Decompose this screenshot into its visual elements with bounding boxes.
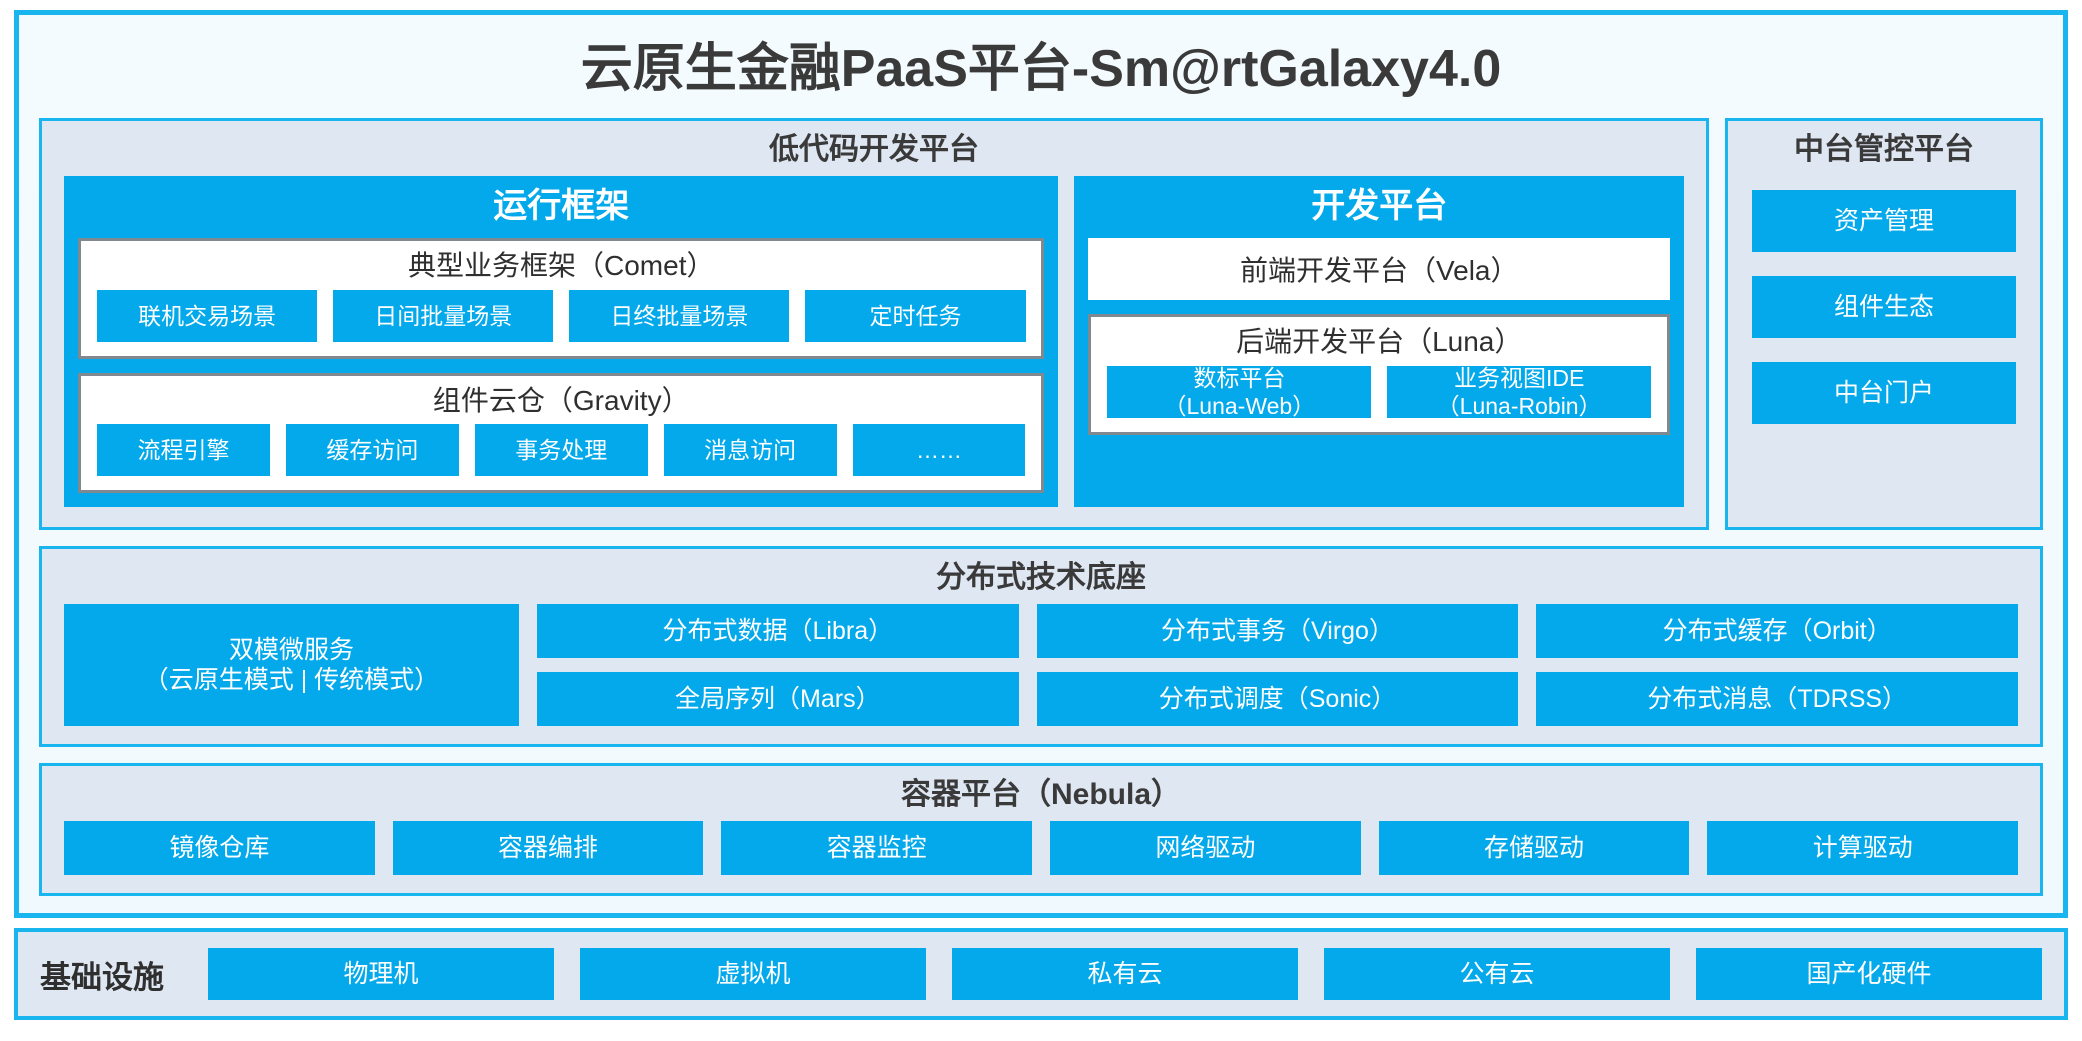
tile-dual-mode-line2: （云原生模式 | 传统模式）	[143, 666, 440, 695]
tile-container-orchestration[interactable]: 容器编排	[392, 821, 704, 876]
distributed-group-1: 分布式数据（Libra） 全局序列（Mars）	[537, 604, 1019, 727]
tile-distributed-message-tdrss[interactable]: 分布式消息（TDRSS）	[1536, 672, 2019, 727]
tile-online-transaction-scenario[interactable]: 联机交易场景	[97, 289, 318, 342]
tile-luna-robin-line2: （Luna-Robin）	[1436, 392, 1602, 419]
tile-intraday-batch-scenario[interactable]: 日间批量场景	[333, 289, 554, 342]
tile-public-cloud[interactable]: 公有云	[1324, 948, 1670, 1000]
top-row: 低代码开发平台 运行框架 典型业务框架（Comet） 联机交易场景 日间批量场景	[39, 118, 2043, 531]
comet-card-title: 典型业务框架（Comet）	[408, 249, 715, 281]
distributed-group-3: 分布式缓存（Orbit） 分布式消息（TDRSS）	[1536, 604, 2019, 727]
tile-network-driver[interactable]: 网络驱动	[1050, 821, 1361, 876]
tile-distributed-cache-orbit[interactable]: 分布式缓存（Orbit）	[1536, 604, 2019, 659]
infrastructure-bar: 基础设施 物理机 虚拟机 私有云 公有云 国产化硬件	[14, 928, 2068, 1020]
tile-container-monitoring[interactable]: 容器监控	[721, 821, 1033, 876]
tile-transaction-processing[interactable]: 事务处理	[474, 424, 648, 477]
zhongtai-tile-list: 资产管理 组件生态 中台门户	[1728, 176, 2040, 527]
platform-outer-frame: 云原生金融PaaS平台-Sm@rtGalaxy4.0 低代码开发平台 运行框架 …	[14, 10, 2068, 918]
tile-storage-driver[interactable]: 存储驱动	[1378, 821, 1690, 876]
backend-dev-platform-title: 后端开发平台（Luna）	[1236, 325, 1523, 357]
tile-asset-management[interactable]: 资产管理	[1752, 190, 2016, 253]
tile-distributed-transaction-virgo[interactable]: 分布式事务（Virgo）	[1036, 604, 1519, 659]
tile-message-access[interactable]: 消息访问	[663, 424, 837, 477]
comet-tile-row: 联机交易场景 日间批量场景 日终批量场景 定时任务	[81, 289, 1041, 356]
gravity-card: 组件云仓（Gravity） 流程引擎 缓存访问 事务处理 消息访问 ……	[78, 372, 1045, 494]
distributed-tech-base-title: 分布式技术底座	[936, 561, 1146, 595]
tile-physical-machine[interactable]: 物理机	[208, 948, 554, 1000]
tile-eod-batch-scenario[interactable]: 日终批量场景	[569, 289, 790, 342]
distributed-group-2: 分布式事务（Virgo） 分布式调度（Sonic）	[1036, 604, 1519, 727]
gravity-tile-row: 流程引擎 缓存访问 事务处理 消息访问 ……	[81, 424, 1041, 490]
distributed-tech-base-body: 双模微服务 （云原生模式 | 传统模式） 分布式数据（Libra） 全局序列（M…	[42, 604, 2040, 744]
container-platform-tile-row: 镜像仓库 容器编排 容器监控 网络驱动 存储驱动 计算驱动	[42, 821, 2040, 893]
infrastructure-label: 基础设施	[40, 959, 164, 995]
tile-luna-robin[interactable]: 业务视图IDE （Luna-Robin）	[1387, 364, 1652, 419]
tile-luna-robin-line1: 业务视图IDE	[1453, 364, 1585, 391]
tile-global-sequence-mars[interactable]: 全局序列（Mars）	[537, 672, 1019, 727]
tile-dual-mode-line1: 双模微服务	[228, 635, 354, 664]
development-platform-cards: 前端开发平台（Vela） 后端开发平台（Luna） 数标平台 （Luna-Web…	[1074, 237, 1684, 435]
tile-luna-web-line2: （Luna-Web）	[1163, 392, 1316, 419]
tile-process-engine[interactable]: 流程引擎	[97, 424, 270, 477]
tile-zhongtai-portal[interactable]: 中台门户	[1752, 362, 2016, 425]
distributed-tech-base-panel: 分布式技术底座 双模微服务 （云原生模式 | 传统模式） 分布式数据（Libra…	[39, 546, 2043, 748]
tile-luna-web[interactable]: 数标平台 （Luna-Web）	[1107, 364, 1372, 419]
tile-domestic-hardware[interactable]: 国产化硬件	[1696, 948, 2042, 1000]
lowcode-platform-body: 运行框架 典型业务框架（Comet） 联机交易场景 日间批量场景 日终批量场景 …	[42, 176, 1706, 527]
backend-dev-platform-luna-card: 后端开发平台（Luna） 数标平台 （Luna-Web） 业务视图IDE （Lu…	[1088, 313, 1670, 435]
tile-scheduled-task[interactable]: 定时任务	[805, 289, 1026, 342]
frontend-dev-platform-vela[interactable]: 前端开发平台（Vela）	[1088, 237, 1670, 300]
tile-virtual-machine[interactable]: 虚拟机	[580, 948, 926, 1000]
tile-component-ecosystem[interactable]: 组件生态	[1752, 276, 2016, 339]
tile-compute-driver[interactable]: 计算驱动	[1707, 821, 2019, 876]
development-platform-block: 开发平台 前端开发平台（Vela） 后端开发平台（Luna） 数标平台 （Lun…	[1074, 176, 1684, 508]
runtime-framework-block: 运行框架 典型业务框架（Comet） 联机交易场景 日间批量场景 日终批量场景 …	[64, 176, 1059, 508]
dual-mode-microservice-wrapper: 双模微服务 （云原生模式 | 传统模式）	[64, 604, 519, 727]
tile-more-ellipsis[interactable]: ……	[852, 424, 1026, 477]
infrastructure-tile-row: 物理机 虚拟机 私有云 公有云 国产化硬件	[208, 948, 2042, 1000]
gravity-card-title: 组件云仓（Gravity）	[432, 384, 690, 416]
comet-card: 典型业务框架（Comet） 联机交易场景 日间批量场景 日终批量场景 定时任务	[78, 237, 1045, 359]
runtime-framework-cards: 典型业务框架（Comet） 联机交易场景 日间批量场景 日终批量场景 定时任务 …	[64, 237, 1058, 494]
container-platform-panel: 容器平台（Nebula） 镜像仓库 容器编排 容器监控 网络驱动 存储驱动 计算…	[39, 763, 2043, 897]
lowcode-platform-panel: 低代码开发平台 运行框架 典型业务框架（Comet） 联机交易场景 日间批量场景	[39, 118, 1709, 531]
lowcode-platform-title: 低代码开发平台	[769, 133, 979, 167]
tile-dual-mode-microservice[interactable]: 双模微服务 （云原生模式 | 传统模式）	[64, 604, 519, 727]
zhongtai-control-platform-title: 中台管控平台	[1794, 133, 1974, 167]
tile-private-cloud[interactable]: 私有云	[952, 948, 1298, 1000]
page-title: 云原生金融PaaS平台-Sm@rtGalaxy4.0	[580, 40, 1502, 98]
tile-distributed-scheduling-sonic[interactable]: 分布式调度（Sonic）	[1036, 672, 1519, 727]
tile-cache-access[interactable]: 缓存访问	[285, 424, 459, 477]
zhongtai-control-platform-panel: 中台管控平台 资产管理 组件生态 中台门户	[1725, 118, 2043, 531]
tile-distributed-data-libra[interactable]: 分布式数据（Libra）	[537, 604, 1019, 659]
luna-tile-row: 数标平台 （Luna-Web） 业务视图IDE （Luna-Robin）	[1091, 364, 1667, 432]
container-platform-title: 容器平台（Nebula）	[900, 778, 1182, 812]
development-platform-title: 开发平台	[1311, 187, 1448, 226]
tile-luna-web-line1: 数标平台	[1193, 364, 1286, 391]
tile-image-repository[interactable]: 镜像仓库	[64, 821, 375, 876]
runtime-framework-title: 运行框架	[493, 187, 630, 226]
